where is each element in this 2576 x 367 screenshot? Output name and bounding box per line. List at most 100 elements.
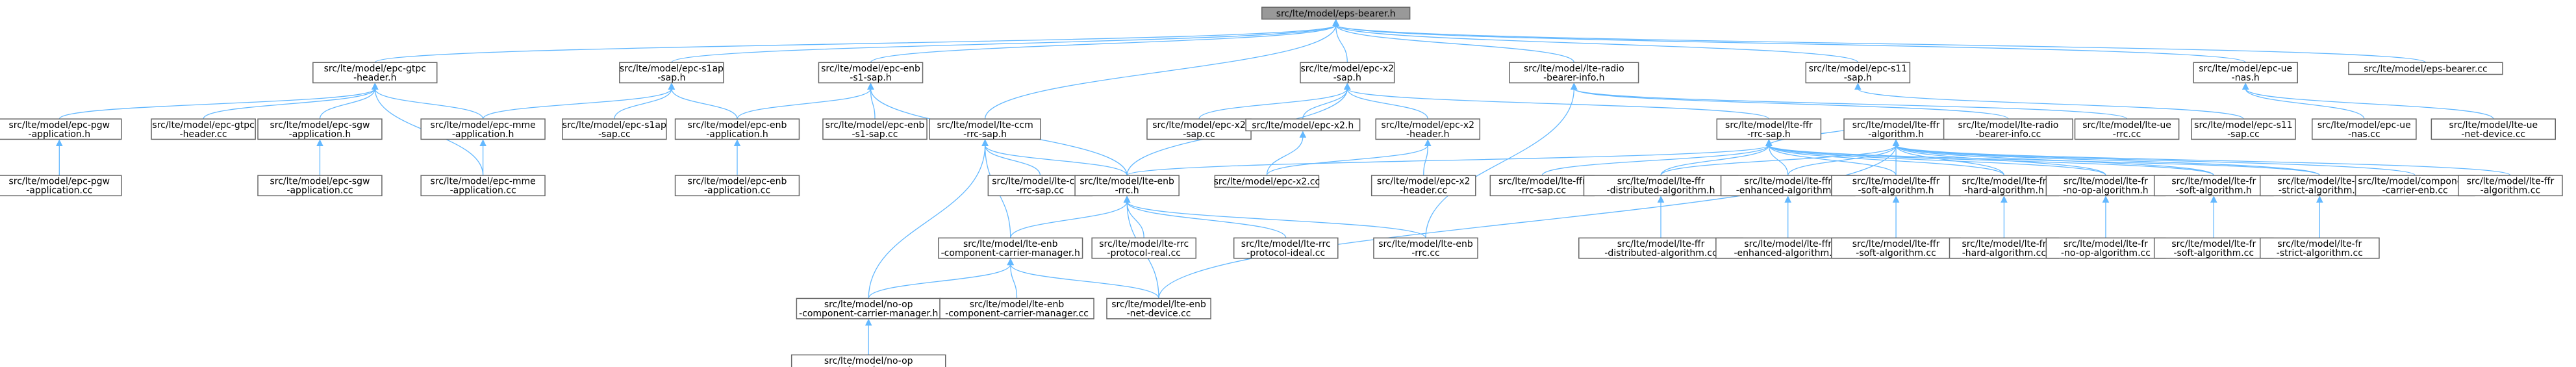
file-node-epc-sgw-application-h[interactable]: src/lte/model/epc-sgw-application.h: [257, 118, 383, 140]
file-node-lte-ffr-soft-algorithm-h[interactable]: src/lte/model/lte-ffr-soft-algorithm.h: [1831, 175, 1962, 197]
node-label-line: -s1-sap.cc: [852, 129, 898, 140]
file-node-epc-x2-h[interactable]: src/lte/model/epc-x2.h: [1245, 118, 1361, 132]
file-node-lte-fr-soft-algorithm-cc[interactable]: src/lte/model/lte-fr-soft-algorithm.cc: [2153, 237, 2274, 259]
root-file-node[interactable]: src/lte/model/eps-bearer.h: [1261, 6, 1411, 20]
node-label-line: src/lte/model/epc-mme: [430, 177, 535, 187]
file-node-lte-rrc-protocol-real-cc[interactable]: src/lte/model/lte-rrc-protocol-real.cc: [1091, 237, 1197, 259]
node-label-line: -application.h: [289, 129, 351, 140]
file-node-lte-fr-hard-algorithm-h[interactable]: src/lte/model/lte-fr-hard-algorithm.h: [1949, 175, 2060, 197]
node-box: [938, 237, 1083, 259]
dependency-edge: [1007, 258, 1159, 299]
file-node-lte-ccm-rrc-sap-h[interactable]: src/lte/model/lte-ccm-rrc-sap.h: [929, 118, 1041, 140]
file-node-lte-enb-net-device-cc[interactable]: src/lte/model/lte-enb-net-device.cc: [1106, 297, 1211, 320]
node-box: [1146, 118, 1252, 140]
dependency-edge: [1660, 139, 1773, 176]
file-node-epc-s11-sap-cc[interactable]: src/lte/model/epc-s11-sap.cc: [2191, 118, 2296, 140]
node-label-line: src/lte/model/lte-ffr: [1725, 120, 1813, 131]
file-node-epc-pgw-application-cc[interactable]: src/lte/model/epc-pgw-application.cc: [0, 175, 122, 197]
node-label-line: -algorithm.cc: [2481, 186, 2540, 196]
file-node-lte-fr-no-op-algorithm-h[interactable]: src/lte/model/lte-fr-no-op-algorithm.h: [2045, 175, 2166, 197]
file-node-lte-ffr-enhanced-algorithm-cc[interactable]: src/lte/model/lte-ffr-enhanced-algorithm…: [1715, 237, 1861, 259]
file-node-lte-fr-soft-algorithm-h[interactable]: src/lte/model/lte-fr-soft-algorithm.h: [2153, 175, 2274, 197]
dependency-edge: [614, 82, 676, 120]
file-node-lte-enb-rrc-cc[interactable]: src/lte/model/lte-enb-rrc.cc: [1373, 237, 1478, 259]
node-box: [1214, 175, 1320, 188]
file-node-epc-ue-nas-h[interactable]: src/lte/model/epc-ue-nas.h: [2193, 62, 2299, 84]
node-box: [790, 354, 946, 367]
file-node-lte-ue-net-device-cc[interactable]: src/lte/model/lte-ue-net-device.cc: [2431, 118, 2556, 140]
node-box: [562, 118, 667, 140]
node-label-line: -soft-algorithm.cc: [1856, 248, 1936, 259]
node-box: [2045, 175, 2166, 197]
file-node-epc-x2-sap-h[interactable]: src/lte/model/epc-x2-sap.h: [1300, 62, 1395, 84]
dependency-edge: [733, 139, 741, 176]
file-node-lte-ffr-rrc-sap-cc[interactable]: src/lte/model/lte-ffr-rrc-sap.cc: [1489, 175, 1595, 197]
file-node-epc-gtpc-header-h[interactable]: src/lte/model/epc-gtpc-header.h: [312, 62, 438, 84]
dependency-edge: [1541, 139, 1773, 176]
file-node-epc-s1ap-sap-cc[interactable]: src/lte/model/epc-s1ap-sap.cc: [562, 118, 667, 140]
file-node-lte-ffr-distributed-algorithm-h[interactable]: src/lte/model/lte-ffr-distributed-algori…: [1583, 175, 1739, 197]
node-label-line: -rrc-sap.cc: [1519, 186, 1566, 196]
file-node-epc-sgw-application-cc[interactable]: src/lte/model/epc-sgw-application.cc: [257, 175, 383, 197]
node-label-line: -rrc.h: [1115, 186, 1139, 196]
file-node-epc-s11-sap-h[interactable]: src/lte/model/epc-s11-sap.h: [1805, 62, 1911, 84]
node-label-line: src/lte/model/lte-ffr: [1852, 177, 1940, 187]
file-node-epc-x2-header-cc[interactable]: src/lte/model/epc-x2-header.cc: [1370, 175, 1476, 197]
file-node-lte-enb-component-carrier-manager-cc[interactable]: src/lte/model/lte-enb-component-carrier-…: [939, 297, 1094, 320]
node-label-line: -rrc-sap.h: [963, 129, 1007, 140]
file-node-lte-ue-rrc-cc[interactable]: src/lte/model/lte-ue-rrc.cc: [2074, 118, 2180, 140]
file-node-lte-radio-bearer-info-cc[interactable]: src/lte/model/lte-radio-bearer-info.cc: [1943, 118, 2073, 140]
file-node-lte-ffr-algorithm-cc[interactable]: src/lte/model/lte-ffr-algorithm.cc: [2458, 175, 2563, 197]
node-label-line: -soft-algorithm.h: [1858, 186, 1934, 196]
node-label-line: src/lte/model/eps-bearer.h: [1276, 8, 1396, 19]
file-node-epc-enb-s1-sap-h[interactable]: src/lte/model/epc-enb-s1-sap.h: [818, 62, 924, 84]
file-node-epc-mme-application-h[interactable]: src/lte/model/epc-mme-application.h: [420, 118, 546, 140]
file-node-lte-enb-rrc-h[interactable]: src/lte/model/lte-enb-rrc.h: [1074, 175, 1180, 197]
file-node-epc-enb-application-cc[interactable]: src/lte/model/epc-enb-application.cc: [674, 175, 800, 197]
node-label-line: src/lte/model/lte-ffr: [1852, 239, 1940, 249]
file-node-epc-x2-sap-cc[interactable]: src/lte/model/epc-x2-sap.cc: [1146, 118, 1252, 140]
dependency-edge: [316, 139, 323, 176]
file-node-lte-ffr-algorithm-h[interactable]: src/lte/model/lte-ffr-algorithm.h: [1843, 118, 1949, 140]
file-node-epc-enb-s1-sap-cc[interactable]: src/lte/model/epc-enb-s1-sap.cc: [822, 118, 928, 140]
file-node-epc-enb-application-h[interactable]: src/lte/model/epc-enb-application.h: [674, 118, 800, 140]
file-node-epc-x2-cc[interactable]: src/lte/model/epc-x2.cc: [1214, 175, 1320, 188]
file-node-lte-ffr-rrc-sap-h[interactable]: src/lte/model/lte-ffr-rrc-sap.h: [1716, 118, 1822, 140]
node-box: [1091, 237, 1197, 259]
node-label-line: -no-op-algorithm.cc: [2061, 248, 2151, 259]
file-node-no-op-component-carrier-manager-h[interactable]: src/lte/model/no-op-component-carrier-ma…: [796, 297, 941, 320]
file-node-lte-rrc-protocol-ideal-cc[interactable]: src/lte/model/lte-rrc-protocol-ideal.cc: [1233, 237, 1339, 259]
node-label-line: -rrc.cc: [1411, 248, 1440, 259]
node-box: [674, 118, 800, 140]
file-node-lte-ffr-soft-algorithm-cc[interactable]: src/lte/model/lte-ffr-soft-algorithm.cc: [1831, 237, 1962, 259]
file-node-epc-gtpc-header-cc[interactable]: src/lte/model/epc-gtpc-header.cc: [151, 118, 256, 140]
node-label-line: src/lte/model/lte-ccm: [937, 120, 1033, 131]
file-node-lte-enb-component-carrier-manager-h[interactable]: src/lte/model/lte-enb-component-carrier-…: [938, 237, 1083, 259]
node-label-line: -rrc-sap.h: [1747, 129, 1791, 140]
file-node-lte-fr-no-op-algorithm-cc[interactable]: src/lte/model/lte-fr-no-op-algorithm.cc: [2045, 237, 2166, 259]
file-node-lte-fr-strict-algorithm-cc[interactable]: src/lte/model/lte-fr-strict-algorithm.cc: [2260, 237, 2380, 259]
file-node-eps-bearer-cc[interactable]: src/lte/model/eps-bearer.cc: [2348, 62, 2503, 75]
node-label-line: src/lte/model/epc-ue: [2199, 64, 2292, 74]
file-node-lte-fr-hard-algorithm-cc[interactable]: src/lte/model/lte-fr-hard-algorithm.cc: [1949, 237, 2060, 259]
node-box: [1106, 297, 1211, 320]
node-label-line: src/lte/model/epc-x2: [1301, 64, 1395, 74]
file-node-epc-mme-application-cc[interactable]: src/lte/model/epc-mme-application.cc: [420, 175, 546, 197]
node-label-line: src/lte/model/lte-radio: [1524, 64, 1624, 74]
file-node-lte-radio-bearer-info-h[interactable]: src/lte/model/lte-radio-bearer-info.h: [1509, 62, 1639, 84]
file-node-no-op-component-carrier-manager-cc[interactable]: src/lte/model/no-op-component-carrier-ma…: [790, 354, 946, 367]
dependency-edge: [371, 82, 484, 120]
node-label-line: src/lte/model/lte-fr: [2171, 177, 2256, 187]
file-node-epc-pgw-application-h[interactable]: src/lte/model/epc-pgw-application.h: [0, 118, 122, 140]
dependency-edge: [1570, 82, 2009, 120]
node-box: [312, 62, 438, 84]
file-node-epc-ue-nas-cc[interactable]: src/lte/model/epc-ue-nas.cc: [2312, 118, 2417, 140]
node-label-line: -application.cc: [26, 186, 92, 196]
file-node-epc-x2-header-h[interactable]: src/lte/model/epc-x2-header.h: [1375, 118, 1481, 140]
dependency-edge: [2001, 196, 2008, 238]
dependency-edge: [868, 258, 1015, 299]
node-label-line: src/lte/model/lte-enb: [1378, 239, 1473, 249]
node-label-line: -sap.h: [1844, 73, 1872, 83]
file-node-epc-s1ap-sap-h[interactable]: src/lte/model/epc-s1ap-sap.h: [619, 62, 724, 84]
file-node-component-carrier-enb-cc[interactable]: src/lte/model/component-carrier-enb.cc: [2355, 175, 2475, 197]
